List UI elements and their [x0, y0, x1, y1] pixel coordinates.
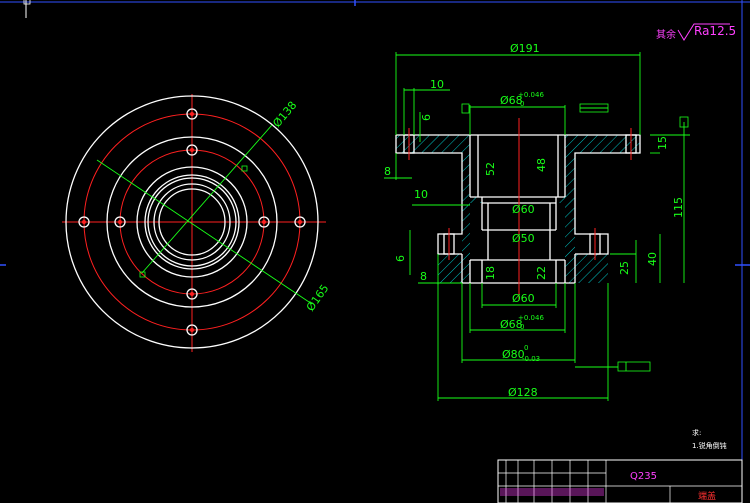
dim-6-top: 6 — [420, 114, 433, 121]
dim-115: 115 — [672, 197, 685, 218]
dim-191: Ø191 — [510, 42, 540, 55]
technical-notes: 求: 1.锐角倒钝 — [692, 428, 727, 450]
dim-18: 18 — [484, 266, 497, 280]
bore-circle-2 — [144, 174, 240, 270]
title-block: Q235 端盖 — [497, 459, 743, 503]
dim-8-low: 8 — [420, 270, 427, 283]
svg-text:其余: 其余 — [656, 28, 676, 41]
dim-25: 25 — [618, 261, 631, 275]
svg-text:Ra12.5: Ra12.5 — [694, 24, 736, 38]
dia-80-tol-up: 0 — [524, 344, 528, 352]
bore-circle-1 — [136, 166, 248, 278]
dia-80: Ø80 — [502, 348, 525, 361]
hub-outer-circle — [106, 136, 278, 308]
dim-8-top: 8 — [384, 165, 391, 178]
inner-bolt-holes — [114, 144, 270, 300]
material-label: Q235 — [630, 471, 657, 482]
dim-15: 15 — [656, 136, 669, 150]
section-view: Ø191 10 6 8 Ø68 +0.046 0 52 48 15 115 10… — [384, 42, 690, 401]
dim-22: 22 — [535, 266, 548, 280]
dim-10-top: 10 — [430, 78, 444, 91]
outer-bolt-holes — [78, 108, 306, 336]
dia-80-tol-low: -0.03 — [522, 355, 540, 363]
svg-text:求:: 求: — [692, 428, 701, 437]
bore-circle-3 — [147, 177, 237, 267]
dim-6-low: 6 — [394, 255, 407, 262]
bore-bot-dia: Ø68 — [500, 318, 523, 331]
dim-40: 40 — [646, 252, 659, 266]
section-right-outline — [396, 134, 641, 255]
bore-circle-5 — [158, 188, 226, 256]
dia-138-label: Ø138 — [270, 99, 299, 130]
roughness-note: 其余 Ra12.5 — [656, 23, 736, 41]
bore-circle-4 — [153, 183, 231, 261]
dia-128: Ø128 — [508, 386, 538, 399]
flange-outer-circle — [65, 95, 319, 349]
bore-top-tol-low: 0 — [520, 100, 524, 108]
dim-10-mid: 10 — [414, 188, 428, 201]
dia-165-dimension-line — [96, 159, 313, 305]
dim-52: 52 — [484, 162, 497, 176]
bore-bot-tol-low: 0 — [520, 323, 524, 331]
bore-top-tol-up: +0.046 — [518, 91, 544, 99]
dim-48: 48 — [535, 158, 548, 172]
bore-bot-tol-up: +0.046 — [518, 314, 544, 322]
dia-50: Ø50 — [512, 232, 535, 245]
top-view: Ø138 Ø165 — [62, 94, 331, 352]
svg-text:1.锐角倒钝: 1.锐角倒钝 — [692, 441, 727, 450]
dia-60-a: Ø60 — [512, 203, 535, 216]
dia-60-b: Ø60 — [512, 292, 535, 305]
part-name-label: 端盖 — [698, 490, 716, 502]
bore-top-dia: Ø68 — [500, 94, 523, 107]
dia-138-dimension-line — [141, 124, 273, 274]
dia-165-label: Ø165 — [304, 282, 332, 314]
